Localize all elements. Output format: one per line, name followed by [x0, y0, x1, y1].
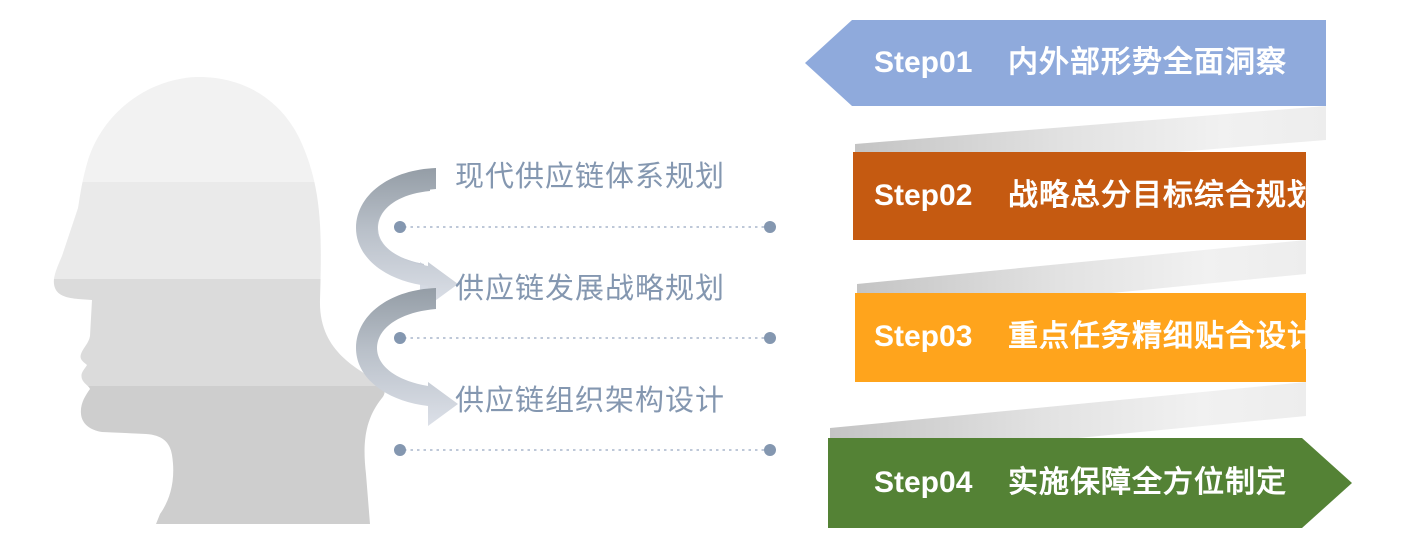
step01-label: Step01	[874, 46, 973, 79]
step03-label: Step03	[874, 320, 973, 353]
head-band-1	[53, 76, 385, 182]
head-band-3	[53, 279, 385, 386]
step01-description: 内外部形势全面洞察	[1008, 45, 1287, 80]
curved-arrow-2-shape	[356, 288, 458, 426]
curved-arrow-1-shape	[356, 168, 458, 306]
process-label-3: 供应链组织架构设计	[455, 383, 726, 417]
step02-label: Step02	[874, 179, 973, 212]
process-label-2: 供应链发展战略规划	[455, 271, 726, 305]
process-label-1: 现代供应链体系规划	[455, 159, 726, 193]
step04-label: Step04	[874, 466, 973, 499]
step03-banner-shape[interactable]	[855, 293, 1306, 382]
dotted-connector-3	[394, 444, 776, 456]
connector-dot-left-1	[394, 221, 406, 233]
step01-banner-shape[interactable]	[805, 20, 1326, 106]
connector-dot-right-2	[764, 332, 776, 344]
head-profile-silhouette	[53, 76, 385, 524]
connector-dot-right-3	[764, 444, 776, 456]
connector-dot-left-2	[394, 332, 406, 344]
connector-dot-left-3	[394, 444, 406, 456]
head-band-4	[53, 386, 385, 524]
step02-description: 战略总分目标综合规划	[1008, 178, 1318, 213]
connector-dot-right-1	[764, 221, 776, 233]
dotted-connector-2	[394, 332, 776, 344]
step03-description: 重点任务精细贴合设计	[1008, 319, 1318, 354]
step04-description: 实施保障全方位制定	[1008, 465, 1287, 500]
dotted-connector-1	[394, 221, 776, 233]
head-band-2	[53, 182, 385, 279]
step04-banner-shape[interactable]	[828, 438, 1352, 528]
step02-banner-shape[interactable]	[853, 152, 1306, 240]
